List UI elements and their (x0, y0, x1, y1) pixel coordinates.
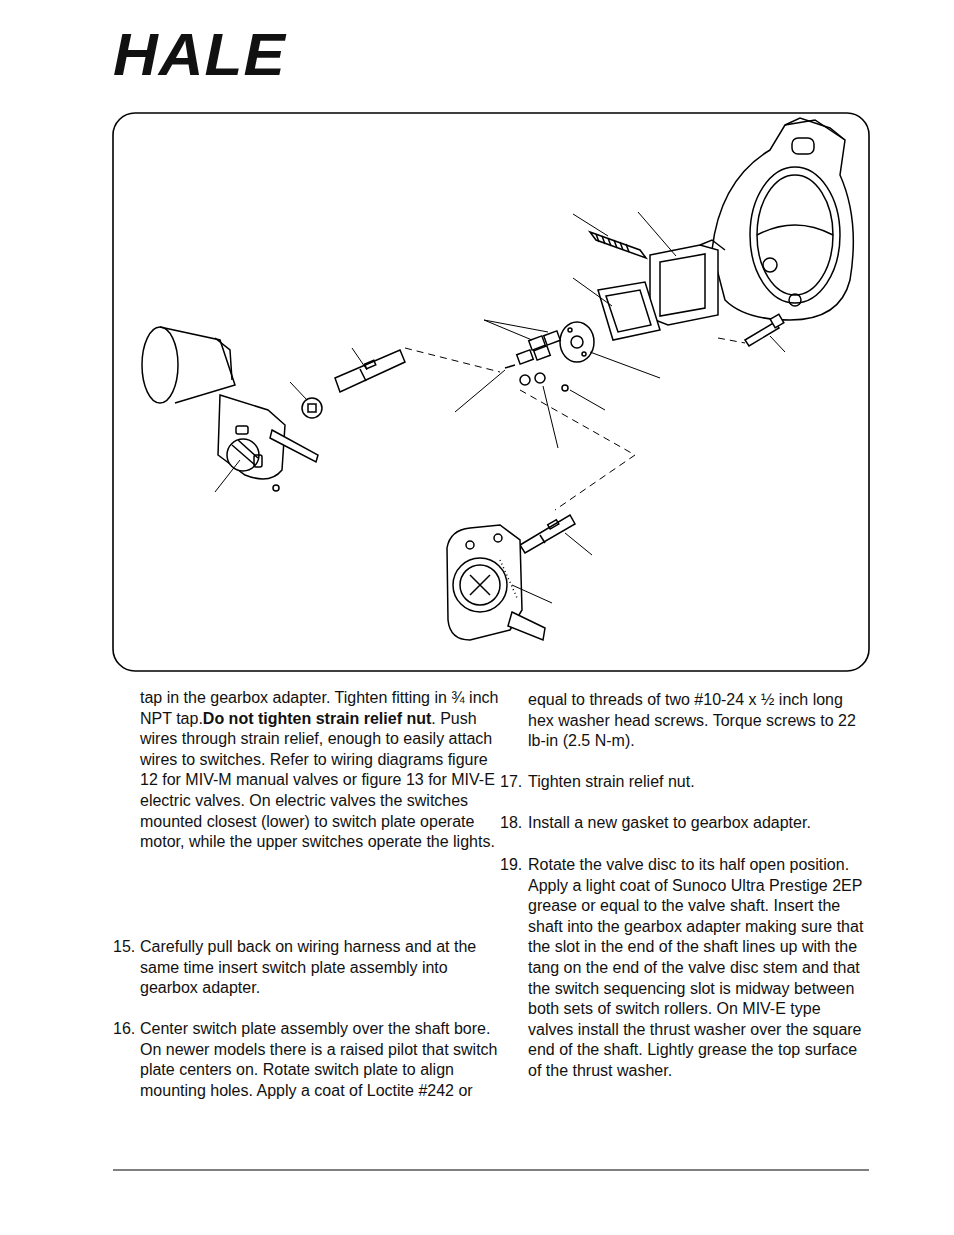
instruction-text: Install a new gasket to gearbox adapter. (528, 814, 811, 831)
instruction-text: equal to threads of two #10-24 x ½ inch … (528, 691, 856, 749)
instruction-text: Carefully pull back on wiring harness an… (140, 938, 476, 996)
paragraph: Install a new gasket to gearbox adapter. (528, 813, 866, 834)
paragraph: Carefully pull back on wiring harness an… (140, 937, 508, 999)
brand-logo: HALE (113, 26, 286, 85)
step-number: 16. (113, 1019, 135, 1040)
instruction-text: Center switch plate assembly over the sh… (140, 1020, 498, 1099)
paragraph: tap in the gearbox adapter. Tighten fitt… (140, 688, 508, 853)
instruction-text: Tighten strain relief nut. (528, 773, 695, 790)
paragraph: Center switch plate assembly over the sh… (140, 1019, 508, 1101)
paragraph: Rotate the valve disc to its half open p… (528, 855, 866, 1082)
step-number: 15. (113, 937, 135, 958)
paragraph: equal to threads of two #10-24 x ½ inch … (528, 690, 866, 752)
instruction-text: Rotate the valve disc to its half open p… (528, 856, 863, 1079)
step-number: 19. (500, 855, 522, 876)
instruction-text: . Push wires through strain relief, enou… (140, 710, 495, 851)
step-number: 17. (500, 772, 522, 793)
step-number: 18. (500, 813, 522, 834)
illustration-lines (113, 113, 869, 1170)
warning-text: Do not tighten strain relief nut (203, 710, 431, 727)
paragraph: Tighten strain relief nut. (528, 772, 866, 793)
